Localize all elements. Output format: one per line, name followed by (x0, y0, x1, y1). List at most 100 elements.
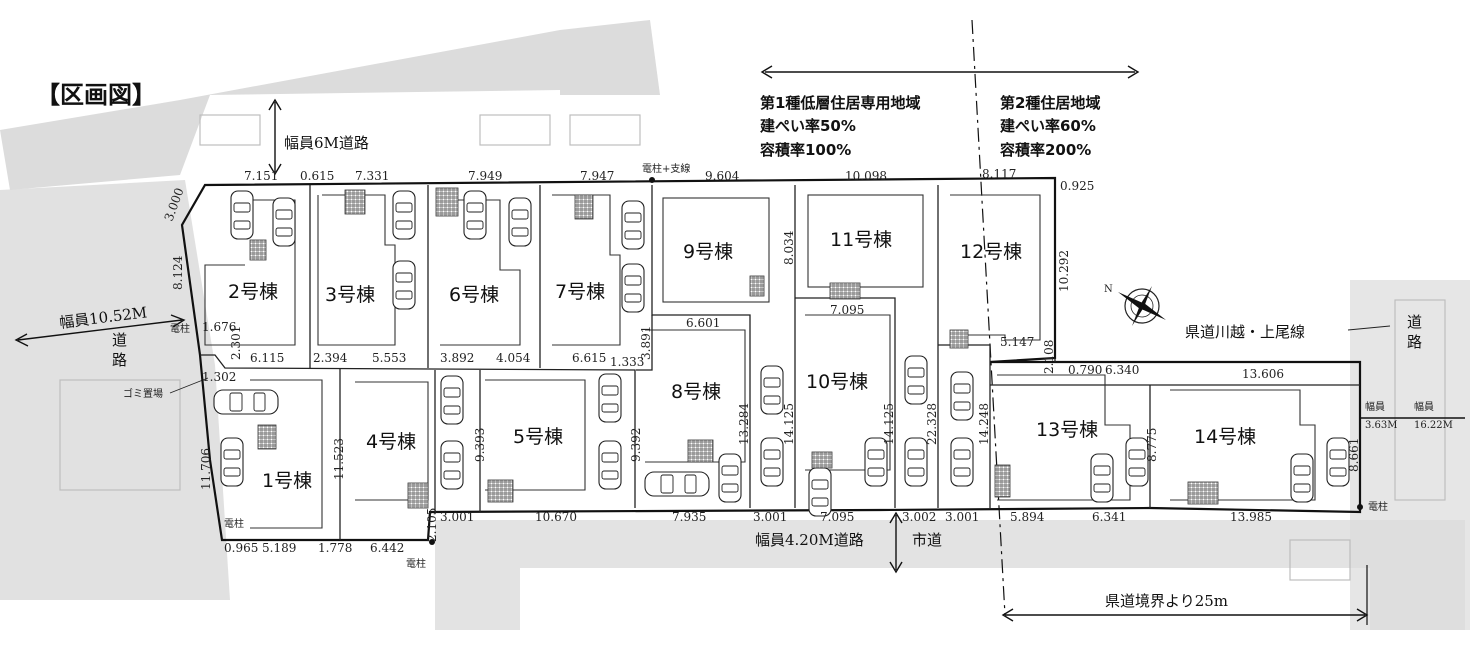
dim-v-8: 2.105 (425, 508, 439, 542)
lot-10-label: 10号棟 (806, 371, 868, 393)
road-east-w2: 16.22M (1414, 420, 1453, 431)
lot-13-label: 13号棟 (1036, 419, 1098, 441)
dim-v-3: 1.676 (202, 320, 236, 334)
lot-boundaries (200, 185, 1360, 540)
lot-8-label: 8号棟 (671, 381, 721, 403)
pole-label-south: 電柱 (406, 557, 426, 570)
dim-v-18: 10.292 (1057, 250, 1071, 292)
zone-1-coverage: 建ぺい率50% (760, 117, 856, 135)
lot-labels: 2号棟 3号棟 6号棟 7号棟 9号棟 11号棟 12号棟 1号棟 4号棟 5号… (228, 229, 1256, 492)
road-prefectural: 県道川越・上尾線 (1185, 323, 1305, 341)
dim-mid-1: 6.115 (250, 351, 284, 365)
dim-mid-6: 6.615 (572, 351, 606, 365)
dim-bot-12: 5.894 (1010, 510, 1045, 524)
dim-r13-2: 6.340 (1105, 363, 1139, 377)
lot-3-label: 3号棟 (325, 284, 375, 306)
pole-label-west: 電柱 (170, 322, 190, 335)
dim-top-2: 0.615 (300, 169, 334, 183)
lot-12-label: 12号棟 (960, 241, 1022, 263)
dimensions-mid: 6.115 2.394 5.553 3.892 4.054 6.615 1.33… (250, 303, 1034, 369)
svg-text:N: N (1104, 284, 1113, 295)
dimensions-vertical: 3.000 8.124 1.676 2.301 1.302 11.706 11.… (162, 186, 1361, 542)
lot-11-label: 11号棟 (830, 229, 892, 251)
dim-bot-4: 6.442 (370, 541, 404, 555)
dim-mid-3: 5.553 (372, 351, 406, 365)
road-west-label-1: 道 (112, 331, 127, 349)
pole-label-east: 電柱 (1368, 500, 1388, 513)
compass-icon: N (1104, 284, 1166, 326)
dim-top-6: 9.604 (705, 169, 740, 183)
dim-v-2: 8.124 (171, 255, 185, 290)
dim-bot-11: 3.001 (945, 510, 979, 524)
lot-14-label: 14号棟 (1194, 426, 1256, 448)
pole-branch-label: 電柱+支線 (642, 162, 690, 175)
dim-top-9: 0.925 (1060, 179, 1094, 193)
road-south-label: 幅員4.20M道路 (755, 531, 864, 549)
lot-7-label: 7号棟 (555, 281, 605, 303)
dim-v-5: 1.302 (202, 370, 236, 384)
dim-mid-5: 4.054 (496, 351, 531, 365)
dim-bot-14: 13.985 (1230, 510, 1272, 524)
lot-1-label: 1号棟 (262, 470, 312, 492)
road-east-label-2: 路 (1407, 333, 1422, 351)
dim-v-14: 22.328 (925, 403, 939, 445)
dim-v-4: 2.301 (229, 326, 243, 360)
dim-mid-4: 3.892 (440, 351, 474, 365)
dim-top-1: 7.151 (244, 169, 278, 183)
dim-mid-9: 7.095 (830, 303, 864, 317)
road-east-w2-label: 幅員 (1414, 400, 1434, 413)
house-footprints (204, 194, 1316, 529)
dim-mid-8: 6.601 (686, 316, 720, 330)
zone-1-far: 容積率100% (759, 141, 851, 159)
zone-2-name: 第2種住居地域 (1000, 94, 1100, 112)
dim-mid-2: 2.394 (313, 351, 348, 365)
dim-top-3: 7.331 (355, 169, 389, 183)
plan-title: 【区画図】 (36, 81, 156, 109)
dim-bot-1: 0.965 (224, 541, 258, 555)
dim-r13-1: 0.790 (1068, 363, 1102, 377)
dim-bot-9: 7.095 (820, 510, 854, 524)
zone-annotations: 第1種低層住居専用地域 建ぺい率50% 容積率100% 第2種住居地域 建ぺい率… (759, 19, 1140, 616)
lot-6-label: 6号棟 (449, 284, 499, 306)
dim-v-16: 3.891 (639, 326, 653, 360)
dim-v-6: 11.706 (199, 448, 213, 490)
zone-2-far: 容積率200% (999, 141, 1091, 159)
dim-v-21: 8.661 (1347, 438, 1361, 472)
dim-r13-3: 13.606 (1242, 367, 1284, 381)
dimensions-bottom: 0.965 5.189 1.778 6.442 3.001 10.670 7.9… (224, 510, 1272, 555)
zone-2-coverage: 建ぺい率60% (1000, 117, 1096, 135)
garbage-label: ゴミ置場 (123, 387, 163, 400)
road-east-w1-label: 幅員 (1365, 400, 1385, 413)
dim-v-20: 8.775 (1145, 428, 1159, 462)
dim-top-5: 7.947 (580, 169, 614, 183)
dim-v-19: 2.108 (1042, 340, 1056, 374)
dim-v-11: 13.284 (737, 403, 751, 445)
pole-label-sw: 電柱 (224, 517, 244, 530)
dim-mid-7: 1.333 (610, 355, 644, 369)
road-east-w1: 3.63M (1365, 420, 1398, 431)
dim-v-9: 9.393 (473, 428, 487, 462)
dim-bot-10: 3.002 (902, 510, 936, 524)
dim-bot-7: 7.935 (672, 510, 706, 524)
dimensions-row13: 0.790 6.340 13.606 (1068, 363, 1284, 381)
dim-bot-3: 1.778 (318, 541, 352, 555)
boundary-note: 県道境界より25m (1105, 592, 1228, 610)
road-east-label-1: 道 (1407, 313, 1422, 331)
dim-bot-6: 10.670 (535, 510, 577, 524)
dimensions-top: 7.151 0.615 7.331 7.949 7.947 9.604 10.0… (244, 167, 1094, 193)
dim-bot-2: 5.189 (262, 541, 296, 555)
dim-bot-8: 3.001 (753, 510, 787, 524)
background-map (0, 20, 1470, 638)
dim-top-8: 8.117 (982, 167, 1016, 181)
entrance-hatches (249, 187, 1219, 509)
lot-5-label: 5号棟 (513, 426, 563, 448)
dim-v-17: 8.034 (782, 230, 796, 265)
lot-2-label: 2号棟 (228, 281, 278, 303)
road-south-city: 市道 (912, 531, 942, 549)
lot-9-label: 9号棟 (683, 241, 733, 263)
dim-v-13: 14.125 (882, 403, 896, 445)
pole-labels: 電柱 電柱 電柱 電柱 電柱+支線 (170, 162, 1388, 570)
dim-v-10: 9.392 (629, 428, 643, 462)
dim-bot-13: 6.341 (1092, 510, 1126, 524)
